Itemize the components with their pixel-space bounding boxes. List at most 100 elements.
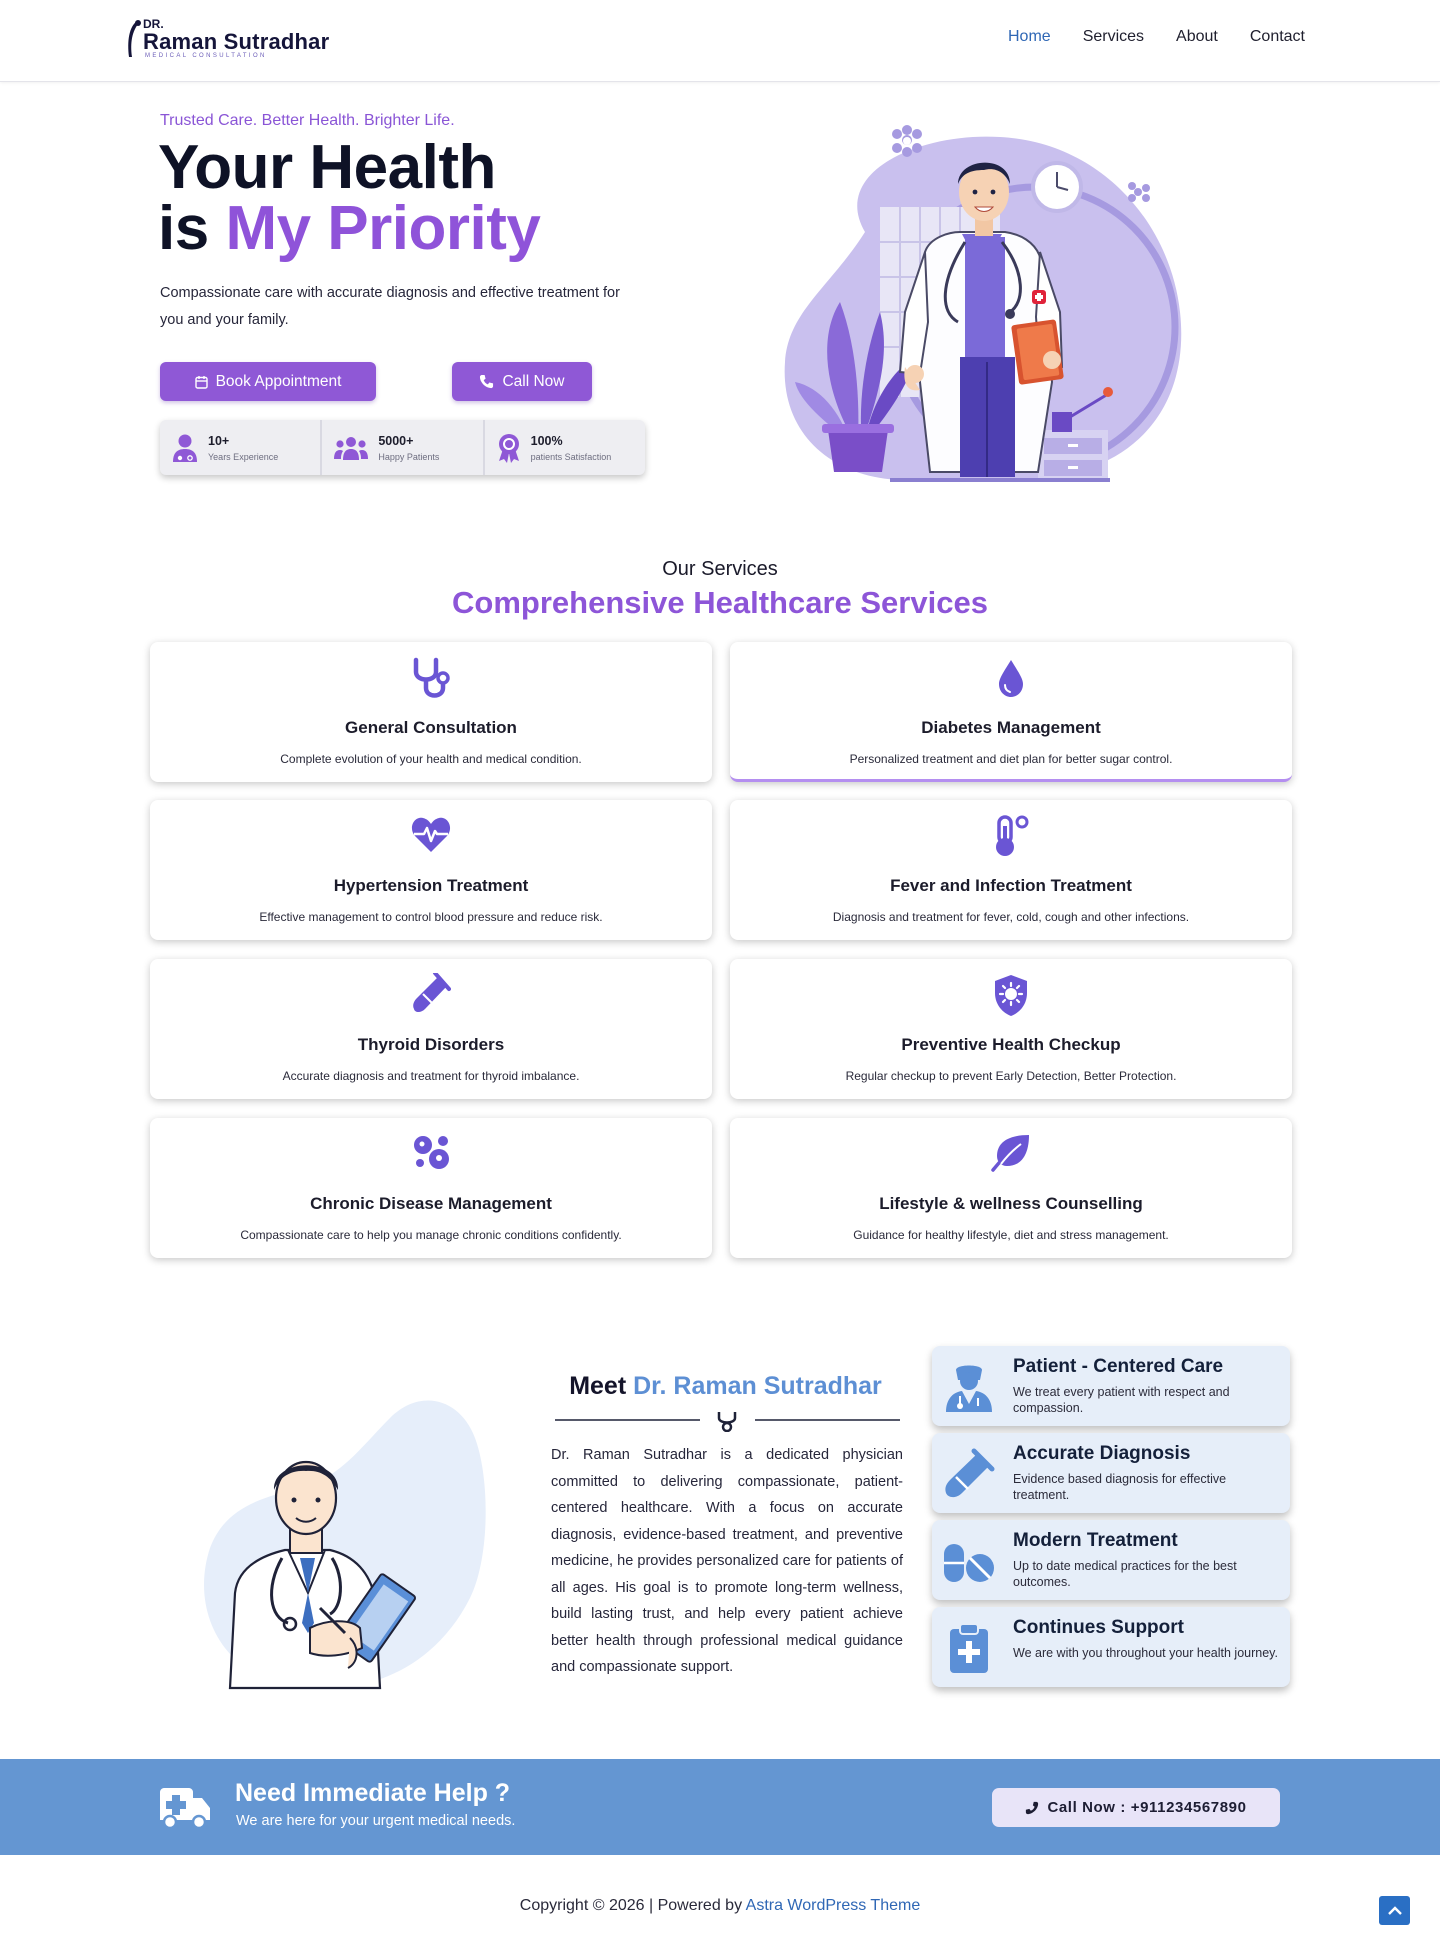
clipboard-medical-icon bbox=[950, 1623, 988, 1673]
feature-description: We treat every patient with respect and … bbox=[1013, 1385, 1230, 1415]
stat-value: 5000+ bbox=[378, 433, 414, 448]
feature-card-accurate-diagnosis: Accurate Diagnosis Evidence based diagno… bbox=[932, 1433, 1290, 1513]
nav-home[interactable]: Home bbox=[1008, 28, 1051, 45]
nav-contact[interactable]: Contact bbox=[1249, 28, 1305, 45]
meet-name: Dr. Raman Sutradhar bbox=[633, 1372, 882, 1400]
feature-card-continues-support: Continues Support We are with you throug… bbox=[932, 1607, 1290, 1687]
pills-icon bbox=[944, 1544, 994, 1582]
service-card-fever-infection-treatment[interactable]: Fever and Infection Treatment Diagnosis … bbox=[730, 800, 1292, 940]
emergency-call-label: Call Now : +911234567890 bbox=[1047, 1799, 1247, 1816]
stat-label: patients Satisfaction bbox=[530, 451, 612, 462]
feature-description: Evidence based diagnosis for effective t… bbox=[1013, 1472, 1227, 1502]
call-now-label: Call Now bbox=[502, 372, 565, 390]
service-card-general-consultation[interactable]: General Consultation Complete evolution … bbox=[150, 642, 712, 782]
service-name: Fever and Infection Treatment bbox=[890, 876, 1132, 895]
cta-subtitle: We are here for your urgent medical need… bbox=[236, 1813, 516, 1829]
feature-title: Patient - Centered Care bbox=[1013, 1356, 1224, 1377]
book-appointment-button[interactable]: Book Appointment bbox=[160, 362, 376, 401]
main-nav: Home Services About Contact bbox=[1008, 28, 1305, 46]
service-card-chronic-disease-management[interactable]: Chronic Disease Management Compassionate… bbox=[150, 1118, 712, 1258]
service-description: Guidance for healthy lifestyle, diet and… bbox=[853, 1228, 1169, 1242]
site-logo[interactable]: DR. Raman Sutradhar MEDICAL CONSULTATION bbox=[123, 17, 353, 61]
stat-patients: 5000+ Happy Patients bbox=[322, 420, 485, 475]
feature-card-modern-treatment: Modern Treatment Up to date medical prac… bbox=[932, 1520, 1290, 1600]
service-card-diabetes-management[interactable]: Diabetes Management Personalized treatme… bbox=[730, 642, 1292, 782]
emergency-cta: Need Immediate Help ? We are here for yo… bbox=[0, 1759, 1440, 1855]
calendar-icon bbox=[194, 375, 208, 389]
ambulance-icon bbox=[160, 1788, 210, 1830]
logo-subtitle: MEDICAL CONSULTATION bbox=[145, 53, 267, 59]
chevron-up-icon bbox=[1387, 1905, 1402, 1915]
nav-services[interactable]: Services bbox=[1082, 28, 1145, 45]
scroll-to-top-button[interactable] bbox=[1379, 1896, 1410, 1925]
service-card-thyroid-disorders[interactable]: Thyroid Disorders Accurate diagnosis and… bbox=[150, 959, 712, 1099]
disease-icon bbox=[414, 1136, 449, 1169]
stat-value: 10+ bbox=[208, 433, 230, 448]
service-description: Compassionate care to help you manage ch… bbox=[240, 1228, 622, 1242]
service-name: Thyroid Disorders bbox=[357, 1035, 505, 1054]
service-name: Preventive Health Checkup bbox=[901, 1035, 1121, 1054]
test-tube-icon bbox=[413, 973, 451, 1012]
call-now-button[interactable]: Call Now bbox=[452, 362, 592, 401]
logo-mark-icon bbox=[128, 20, 141, 57]
hero-title: Your Health is My Priority bbox=[158, 137, 541, 260]
site-header: DR. Raman Sutradhar MEDICAL CONSULTATION… bbox=[0, 0, 1440, 82]
service-description: Complete evolution of your health and me… bbox=[280, 752, 582, 766]
doctor-icon bbox=[173, 434, 197, 462]
drop-icon bbox=[999, 660, 1023, 697]
feature-title: Continues Support bbox=[1013, 1617, 1184, 1638]
service-description: Effective management to control blood pr… bbox=[259, 910, 603, 924]
service-description: Regular checkup to prevent Early Detecti… bbox=[845, 1069, 1177, 1083]
phone-volume-icon bbox=[1026, 1801, 1039, 1814]
hero-description: Compassionate care with accurate diagnos… bbox=[160, 285, 620, 328]
stat-value: 100% bbox=[530, 433, 563, 448]
users-icon bbox=[334, 436, 369, 460]
copyright-text: Copyright © 2026 | Powered by bbox=[519, 1897, 746, 1914]
nav-about[interactable]: About bbox=[1176, 28, 1218, 45]
doctor-clipboard-illustration bbox=[204, 1400, 486, 1690]
meet-prefix: Meet bbox=[569, 1372, 634, 1400]
service-description: Accurate diagnosis and treatment for thy… bbox=[282, 1069, 580, 1083]
feature-description: Up to date medical practices for the bes… bbox=[1013, 1559, 1237, 1589]
feature-card-patient-care: Patient - Centered Care We treat every p… bbox=[932, 1346, 1290, 1426]
emergency-call-button[interactable]: Call Now : +911234567890 bbox=[992, 1788, 1280, 1827]
stethoscope-icon bbox=[413, 657, 450, 698]
service-name: Chronic Disease Management bbox=[310, 1194, 552, 1213]
thermometer-icon bbox=[996, 815, 1029, 856]
hero-title-prefix: is bbox=[158, 194, 226, 263]
feature-title: Modern Treatment bbox=[1013, 1530, 1178, 1551]
stat-satisfaction: 100% patients Satisfaction bbox=[485, 420, 645, 475]
cta-title: Need Immediate Help ? bbox=[235, 1779, 511, 1807]
service-card-lifestyle-wellness[interactable]: Lifestyle & wellness Counselling Guidanc… bbox=[730, 1118, 1292, 1258]
stat-label: Years Experience bbox=[208, 451, 279, 462]
logo-name: Raman Sutradhar bbox=[143, 29, 330, 54]
stethoscope-divider-icon bbox=[555, 1412, 900, 1432]
hero-stats: 10+Years Experience 5000+Happy Patients … bbox=[160, 420, 645, 475]
service-name: Lifestyle & wellness Counselling bbox=[879, 1194, 1143, 1213]
doctor-hero-illustration bbox=[784, 125, 1182, 482]
shield-virus-icon bbox=[995, 975, 1027, 1016]
meet-title: Meet Dr. Raman Sutradhar bbox=[548, 1372, 903, 1401]
service-name: Hypertension Treatment bbox=[333, 876, 529, 895]
service-card-hypertension-treatment[interactable]: Hypertension Treatment Effective managem… bbox=[150, 800, 712, 940]
user-nurse-icon bbox=[946, 1365, 992, 1412]
services-title: Comprehensive Healthcare Services bbox=[452, 585, 988, 620]
site-footer: Copyright © 2026 | Powered by Astra Word… bbox=[0, 1897, 1440, 1915]
stat-experience: 10+ Years Experience bbox=[160, 420, 323, 475]
service-name: Diabetes Management bbox=[921, 718, 1101, 737]
hero-title-line1: Your Health bbox=[158, 133, 496, 202]
hero-tagline: Trusted Care. Better Health. Brighter Li… bbox=[160, 112, 455, 129]
doctor-bio: Dr. Raman Sutradhar is a dedicated physi… bbox=[551, 1447, 903, 1675]
theme-link[interactable]: Astra WordPress Theme bbox=[745, 1897, 921, 1914]
leaf-icon bbox=[991, 1135, 1029, 1172]
phone-icon bbox=[480, 374, 494, 389]
service-description: Diagnosis and treatment for fever, cold,… bbox=[832, 910, 1190, 924]
feature-description: We are with you throughout your health j… bbox=[1013, 1646, 1278, 1660]
logo-prefix: DR. bbox=[143, 17, 164, 31]
stat-label: Happy Patients bbox=[378, 451, 440, 462]
book-appointment-label: Book Appointment bbox=[215, 372, 342, 390]
service-card-preventive-health-checkup[interactable]: Preventive Health Checkup Regular checku… bbox=[730, 959, 1292, 1099]
award-icon bbox=[498, 433, 519, 463]
service-description: Personalized treatment and diet plan for… bbox=[849, 752, 1173, 766]
hero-title-accent: My Priority bbox=[225, 194, 541, 263]
